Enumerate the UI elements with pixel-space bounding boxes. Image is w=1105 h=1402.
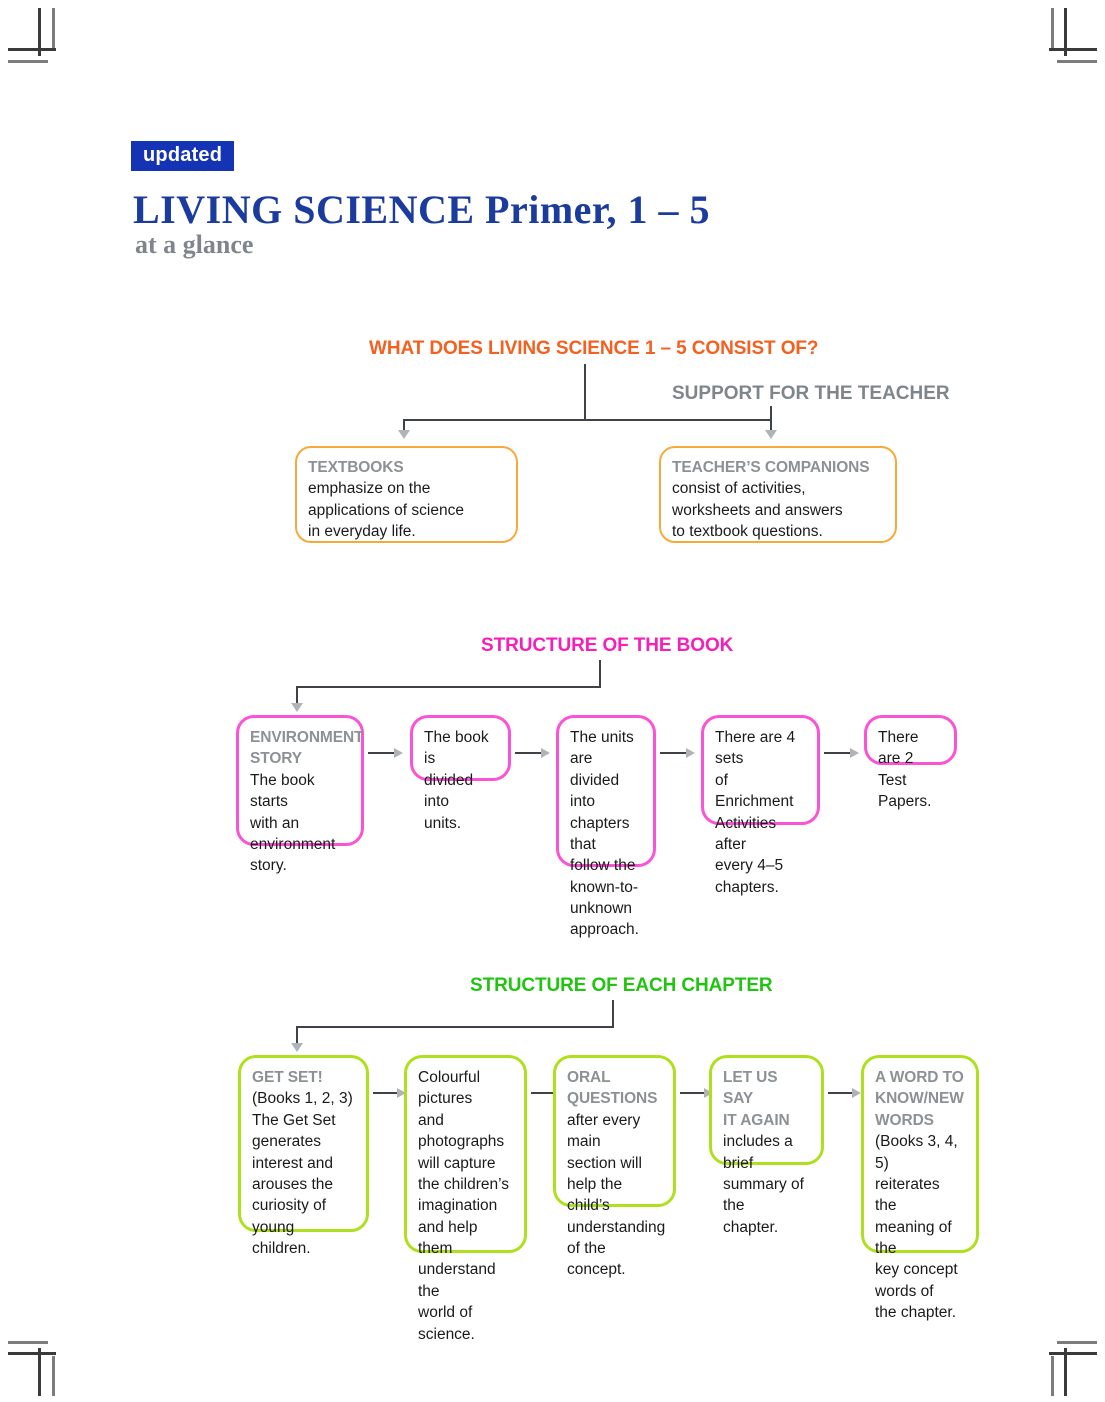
box-textbooks: TEXTBOOKS emphasize on the applications … xyxy=(295,446,518,543)
crop-mark-bottom-right-h2 xyxy=(1057,1341,1097,1344)
connector-drop-companions xyxy=(770,406,772,433)
box-enrichment-activities-body: There are 4 sets of Enrichment Activitie… xyxy=(715,729,796,896)
box-get-set: GET SET! (Books 1, 2, 3) The Get Set gen… xyxy=(238,1055,369,1257)
arrow-right-book-1-2 xyxy=(394,748,403,758)
crop-mark-bottom-right-v2 xyxy=(1051,1356,1054,1396)
crop-mark-top-right-v1 xyxy=(1064,8,1067,56)
box-teachers-companions: TEACHER’S COMPANIONS consist of activiti… xyxy=(659,446,897,543)
arrow-right-chapter-4-5 xyxy=(852,1088,861,1098)
box-a-word-to-know-head: A WORD TO KNOW/NEW WORDS xyxy=(875,1069,964,1129)
crop-mark-top-right-h1 xyxy=(1049,48,1097,51)
box-get-set-head: GET SET! xyxy=(252,1069,323,1086)
connector-stem-consist xyxy=(584,364,586,420)
crop-mark-bottom-left-h1 xyxy=(8,1352,56,1355)
connector-bar-structure-chapter xyxy=(296,1026,614,1028)
box-divided-into-units-body: The book is divided into units. xyxy=(424,729,489,832)
box-textbooks-body: emphasize on the applications of science… xyxy=(308,480,464,541)
arrow-right-chapter-3-4 xyxy=(704,1088,713,1098)
box-oral-questions-body: after every main section will help the c… xyxy=(567,1111,666,1279)
connector-stem-structure-book xyxy=(599,660,601,688)
arrow-down-companions xyxy=(765,430,777,439)
arrow-line-chapter-1-2 xyxy=(373,1092,399,1094)
arrow-line-chapter-3-4 xyxy=(680,1092,706,1094)
connector-drop-textbooks xyxy=(403,419,405,433)
box-teachers-companions-head: TEACHER’S COMPANIONS xyxy=(672,459,870,476)
crop-mark-top-left-v1 xyxy=(38,8,41,56)
box-teachers-companions-body: consist of activities, worksheets and an… xyxy=(672,480,843,541)
crop-mark-bottom-left-v2 xyxy=(52,1356,55,1396)
box-environment-story-body: The book starts with an environment stor… xyxy=(250,771,336,875)
section-title-structure-of-each-chapter: STRUCTURE OF EACH CHAPTER xyxy=(470,975,773,996)
connector-drop-structure-chapter xyxy=(296,1026,298,1046)
crop-mark-top-right-h2 xyxy=(1057,60,1097,63)
crop-mark-top-left-h1 xyxy=(8,48,56,51)
box-units-into-chapters-body: The units are divided into chapters that… xyxy=(570,729,639,939)
box-oral-questions: ORAL QUESTIONS after every main section … xyxy=(553,1055,676,1278)
section-title-consist: WHAT DOES LIVING SCIENCE 1 – 5 CONSIST O… xyxy=(369,338,819,359)
box-oral-questions-head: ORAL QUESTIONS xyxy=(567,1069,658,1108)
box-a-word-to-know: A WORD TO KNOW/NEW WORDS (Books 3, 4, 5)… xyxy=(861,1055,979,1321)
box-divided-into-units: The book is divided into units. xyxy=(410,715,511,832)
arrow-line-book-1-2 xyxy=(368,752,396,754)
section-title-structure-of-the-book: STRUCTURE OF THE BOOK xyxy=(481,635,734,656)
arrow-line-chapter-4-5 xyxy=(828,1092,854,1094)
crop-mark-bottom-right-h1 xyxy=(1049,1352,1097,1355)
box-let-us-say-it-again-head: LET US SAY IT AGAIN xyxy=(723,1069,790,1129)
crop-mark-bottom-left-v1 xyxy=(38,1348,41,1396)
crop-mark-top-left-v2 xyxy=(52,8,55,48)
box-colourful-pictures-body: Colourful pictures and photographs will … xyxy=(418,1069,510,1343)
arrow-right-book-2-3 xyxy=(541,748,550,758)
crop-mark-top-right-v2 xyxy=(1051,8,1054,48)
arrow-down-get-set xyxy=(291,1043,303,1052)
arrow-right-book-4-5 xyxy=(850,748,859,758)
arrow-line-book-3-4 xyxy=(660,752,688,754)
arrow-line-book-4-5 xyxy=(824,752,852,754)
box-environment-story-head: ENVIRONMENT STORY xyxy=(250,729,364,768)
page-title: LIVING SCIENCE Primer, 1 – 5 xyxy=(133,187,710,232)
box-colourful-pictures: Colourful pictures and photographs will … xyxy=(404,1055,527,1343)
connector-drop-structure-book xyxy=(296,686,298,706)
box-textbooks-head: TEXTBOOKS xyxy=(308,459,404,476)
box-test-papers-body: There are 2 Test Papers. xyxy=(878,729,932,811)
crop-mark-bottom-right-v1 xyxy=(1064,1348,1067,1396)
box-get-set-body: (Books 1, 2, 3) The Get Set generates in… xyxy=(252,1090,353,1257)
box-let-us-say-it-again: LET US SAY IT AGAIN includes a brief sum… xyxy=(709,1055,824,1236)
box-let-us-say-it-again-body: includes a brief summary of the chapter. xyxy=(723,1133,804,1236)
updated-badge: updated xyxy=(131,141,235,171)
arrow-down-environment-story xyxy=(291,703,303,712)
arrow-line-chapter-2-3 xyxy=(531,1092,557,1094)
page-subtitle: at a glance xyxy=(135,230,254,259)
arrow-line-book-2-3 xyxy=(515,752,543,754)
connector-bar-structure-book xyxy=(296,686,601,688)
box-units-into-chapters: The units are divided into chapters that… xyxy=(556,715,656,938)
arrow-right-book-3-4 xyxy=(686,748,695,758)
label-support-for-the-teacher: SUPPORT FOR THE TEACHER xyxy=(672,383,950,404)
crop-mark-bottom-left-h2 xyxy=(8,1341,48,1344)
box-a-word-to-know-body: (Books 3, 4, 5) reiterates the meaning o… xyxy=(875,1133,958,1322)
arrow-right-chapter-1-2 xyxy=(397,1088,406,1098)
box-enrichment-activities: There are 4 sets of Enrichment Activitie… xyxy=(701,715,820,896)
box-test-papers: There are 2 Test Papers. xyxy=(864,715,957,810)
arrow-down-textbooks xyxy=(398,430,410,439)
connector-stem-structure-chapter xyxy=(612,1000,614,1028)
connector-bar-consist xyxy=(403,419,771,421)
box-environment-story: ENVIRONMENT STORY The book starts with a… xyxy=(236,715,364,874)
crop-mark-top-left-h2 xyxy=(8,60,48,63)
